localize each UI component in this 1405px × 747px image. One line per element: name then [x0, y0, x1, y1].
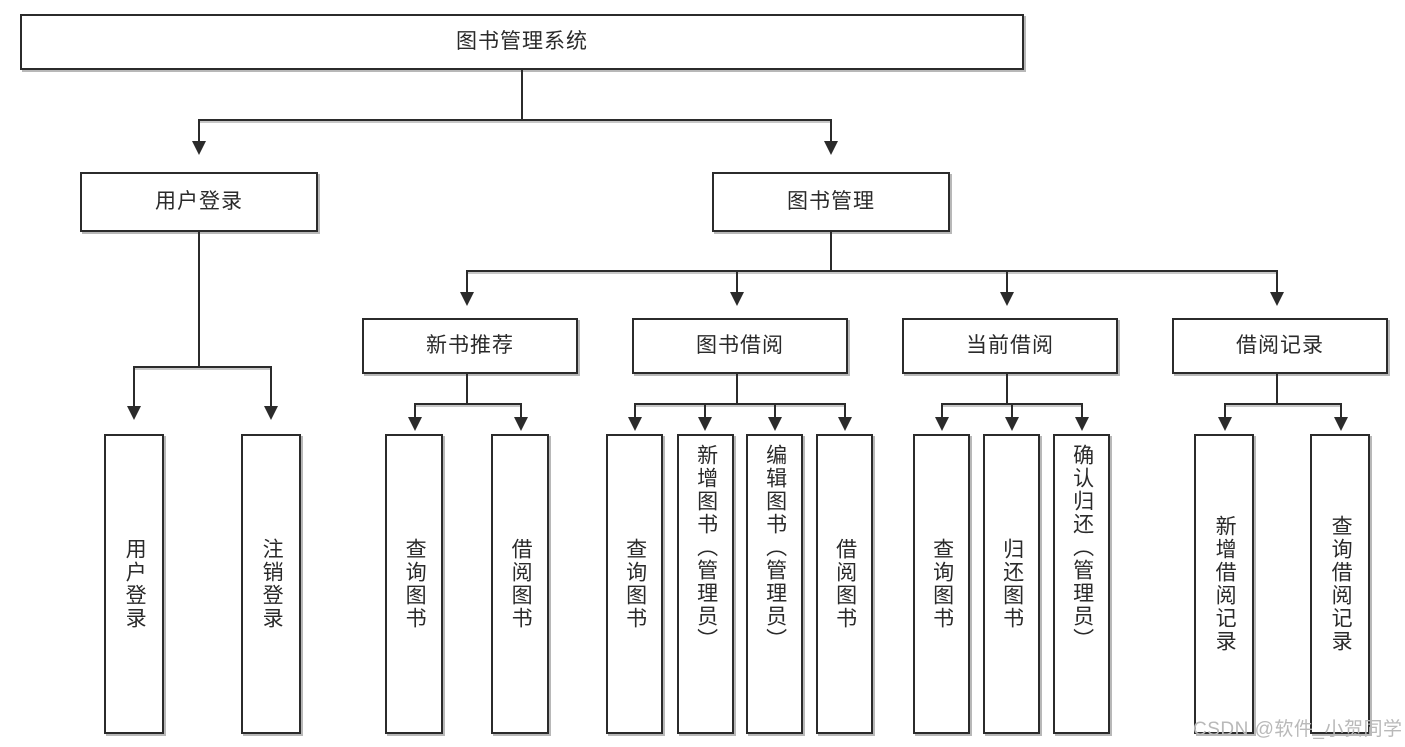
connector-bm-drop-3 [1006, 270, 1008, 294]
leaf-br-query-record[interactable]: 查询借阅记录 [1310, 434, 1370, 734]
node-label: 当前借阅 [966, 333, 1054, 357]
connector-bb-drop-3 [774, 403, 776, 419]
connector-br-stem [1276, 374, 1278, 404]
arrowhead-new-book [460, 292, 474, 306]
node-borrow-record[interactable]: 借阅记录 [1172, 318, 1388, 374]
leaf-bb-query-book[interactable]: 查询图书 [606, 434, 663, 734]
connector-nbr-bus [414, 403, 520, 405]
connector-br-bus [1224, 403, 1340, 405]
node-label: 查询图书 [623, 538, 647, 630]
connector-root-drop-right [830, 119, 832, 143]
connector-root-drop-left [198, 119, 200, 143]
node-label: 确认归还（管理员） [1070, 444, 1094, 651]
node-label: 图书管理系统 [456, 29, 588, 53]
connector-user-login-drop-2 [270, 366, 272, 408]
connector-user-login-drop-1 [133, 366, 135, 408]
node-label: 新增图书（管理员） [694, 444, 718, 651]
node-root-system[interactable]: 图书管理系统 [20, 14, 1024, 70]
arrowhead-bb-edit [768, 417, 782, 431]
arrowhead-cb-confirm [1075, 417, 1089, 431]
node-label: 归还图书 [1000, 538, 1024, 630]
connector-user-login-stem [198, 232, 200, 367]
connector-cb-drop-2 [1011, 403, 1013, 419]
connector-cb-stem [1006, 374, 1008, 404]
connector-cb-drop-3 [1081, 403, 1083, 419]
node-label: 借阅图书 [833, 538, 857, 630]
connector-bb-drop-1 [634, 403, 636, 419]
arrowhead-book-manage [824, 141, 838, 155]
connector-bm-drop-1 [466, 270, 468, 294]
connector-nbr-drop-1 [414, 403, 416, 419]
connector-book-manage-bus [466, 270, 1278, 272]
arrowhead-nbr-query [408, 417, 422, 431]
leaf-cb-return-book[interactable]: 归还图书 [983, 434, 1040, 734]
node-user-login[interactable]: 用户登录 [80, 172, 318, 232]
connector-cb-drop-1 [941, 403, 943, 419]
arrowhead-br-add [1218, 417, 1232, 431]
leaf-nbr-query-book[interactable]: 查询图书 [385, 434, 443, 734]
connector-bb-drop-4 [844, 403, 846, 419]
node-label: 查询借阅记录 [1329, 515, 1353, 653]
node-label: 新书推荐 [426, 333, 514, 357]
arrowhead-nbr-borrow [514, 417, 528, 431]
arrowhead-cb-return [1005, 417, 1019, 431]
connector-bb-drop-2 [704, 403, 706, 419]
arrowhead-leaf-user-login [127, 406, 141, 420]
node-label: 图书管理 [787, 189, 875, 213]
node-label: 查询图书 [930, 538, 954, 630]
connector-nbr-drop-2 [520, 403, 522, 419]
leaf-cb-confirm-return-admin[interactable]: 确认归还（管理员） [1053, 434, 1110, 734]
arrowhead-borrow-record [1270, 292, 1284, 306]
connector-root-stem [521, 70, 523, 120]
leaf-bb-borrow-book[interactable]: 借阅图书 [816, 434, 873, 734]
node-label: 注销登录 [260, 538, 284, 630]
node-label: 借阅图书 [509, 538, 533, 630]
connector-bb-bus [634, 403, 845, 405]
leaf-cb-query-book[interactable]: 查询图书 [913, 434, 970, 734]
connector-br-drop-2 [1340, 403, 1342, 419]
node-label: 编辑图书（管理员） [763, 444, 787, 651]
arrowhead-user-login [192, 141, 206, 155]
arrowhead-bb-add [698, 417, 712, 431]
connector-user-login-bus [133, 366, 270, 368]
node-label: 图书借阅 [696, 333, 784, 357]
connector-bm-drop-4 [1276, 270, 1278, 294]
arrowhead-book-borrow [730, 292, 744, 306]
arrowhead-current-borrow [1000, 292, 1014, 306]
leaf-logout[interactable]: 注销登录 [241, 434, 301, 734]
arrowhead-leaf-logout [264, 406, 278, 420]
arrowhead-bb-query [628, 417, 642, 431]
arrowhead-br-query [1334, 417, 1348, 431]
node-label: 用户登录 [123, 538, 147, 630]
arrowhead-bb-borrow [838, 417, 852, 431]
connector-root-bus [198, 119, 832, 121]
watermark-text: CSDN @软件_小贺同学 [1193, 719, 1403, 740]
leaf-nbr-borrow-book[interactable]: 借阅图书 [491, 434, 549, 734]
connector-br-drop-1 [1224, 403, 1226, 419]
node-label: 新增借阅记录 [1213, 515, 1237, 653]
node-label: 查询图书 [403, 538, 427, 630]
arrowhead-cb-query [935, 417, 949, 431]
connector-bb-stem [736, 374, 738, 404]
connector-bm-drop-2 [736, 270, 738, 294]
connector-nbr-stem [466, 374, 468, 404]
node-label: 用户登录 [155, 189, 243, 213]
leaf-bb-edit-book-admin[interactable]: 编辑图书（管理员） [746, 434, 803, 734]
node-book-borrow[interactable]: 图书借阅 [632, 318, 848, 374]
node-book-management[interactable]: 图书管理 [712, 172, 950, 232]
leaf-bb-add-book-admin[interactable]: 新增图书（管理员） [677, 434, 734, 734]
leaf-user-login[interactable]: 用户登录 [104, 434, 164, 734]
connector-book-manage-stem [830, 232, 832, 271]
leaf-br-add-record[interactable]: 新增借阅记录 [1194, 434, 1254, 734]
node-label: 借阅记录 [1236, 333, 1324, 357]
node-current-borrow[interactable]: 当前借阅 [902, 318, 1118, 374]
node-new-book-recommend[interactable]: 新书推荐 [362, 318, 578, 374]
